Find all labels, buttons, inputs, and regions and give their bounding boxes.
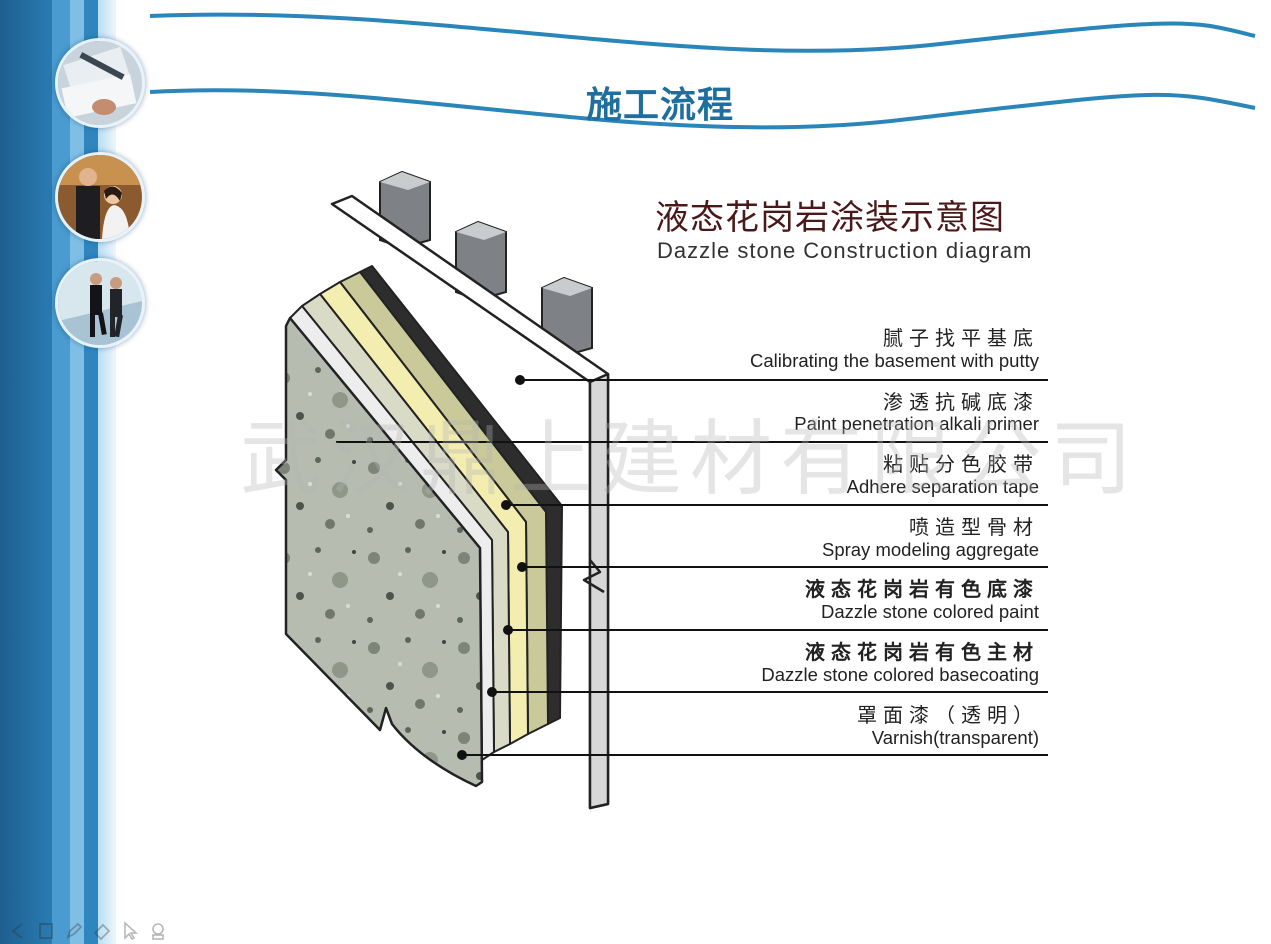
diagram-title: 液态花岗岩涂装示意图 — [655, 198, 1005, 238]
presentation-toolbar — [8, 918, 168, 944]
layer-4-en: Spray modeling aggregate — [821, 539, 1039, 560]
layer-6-en: Dazzle stone colored basecoating — [761, 664, 1039, 685]
pen-and-documents-photo-icon — [55, 38, 145, 128]
leader-lines — [336, 379, 1048, 756]
layer-4-cn: 喷造型骨材 — [909, 515, 1039, 539]
layer-5-cn: 液态花岗岩有色底漆 — [805, 577, 1039, 601]
layer-3-en: Adhere separation tape — [846, 476, 1039, 497]
diagram-subtitle: Dazzle stone Construction diagram — [657, 238, 1033, 263]
layer-1-cn: 腻子找平基底 — [883, 326, 1039, 350]
layer-2-en: Paint penetration alkali primer — [794, 413, 1039, 434]
slide-title: 施工流程 — [585, 84, 734, 126]
pen-icon[interactable] — [64, 921, 84, 941]
page-icon[interactable] — [36, 921, 56, 941]
sidebar-stripe-dark — [0, 0, 52, 944]
menu-icon[interactable] — [148, 921, 168, 941]
business-people-photo-icon — [55, 152, 145, 242]
granite-face — [274, 316, 484, 788]
header-wave-lines — [149, 12, 1256, 130]
layer-3-cn: 粘贴分色胶带 — [883, 452, 1039, 476]
layer-6-cn: 液态花岗岩有色主材 — [805, 640, 1039, 664]
arrow-left-icon[interactable] — [8, 921, 28, 941]
layer-5-en: Dazzle stone colored paint — [820, 601, 1039, 622]
layer-7-cn: 罩面漆（透明） — [857, 703, 1039, 727]
eraser-icon[interactable] — [92, 921, 112, 941]
layer-1-en: Calibrating the basement with putty — [750, 350, 1039, 371]
layer-7-en: Varnish(transparent) — [871, 727, 1039, 748]
walking-businessmen-photo-icon — [55, 258, 145, 348]
layer-2-cn: 渗透抗碱底漆 — [883, 390, 1039, 414]
decorative-sidebar — [0, 0, 145, 944]
sidebar-stripe-mid — [52, 0, 70, 944]
pointer-icon[interactable] — [120, 921, 140, 941]
base-wall — [330, 194, 610, 810]
